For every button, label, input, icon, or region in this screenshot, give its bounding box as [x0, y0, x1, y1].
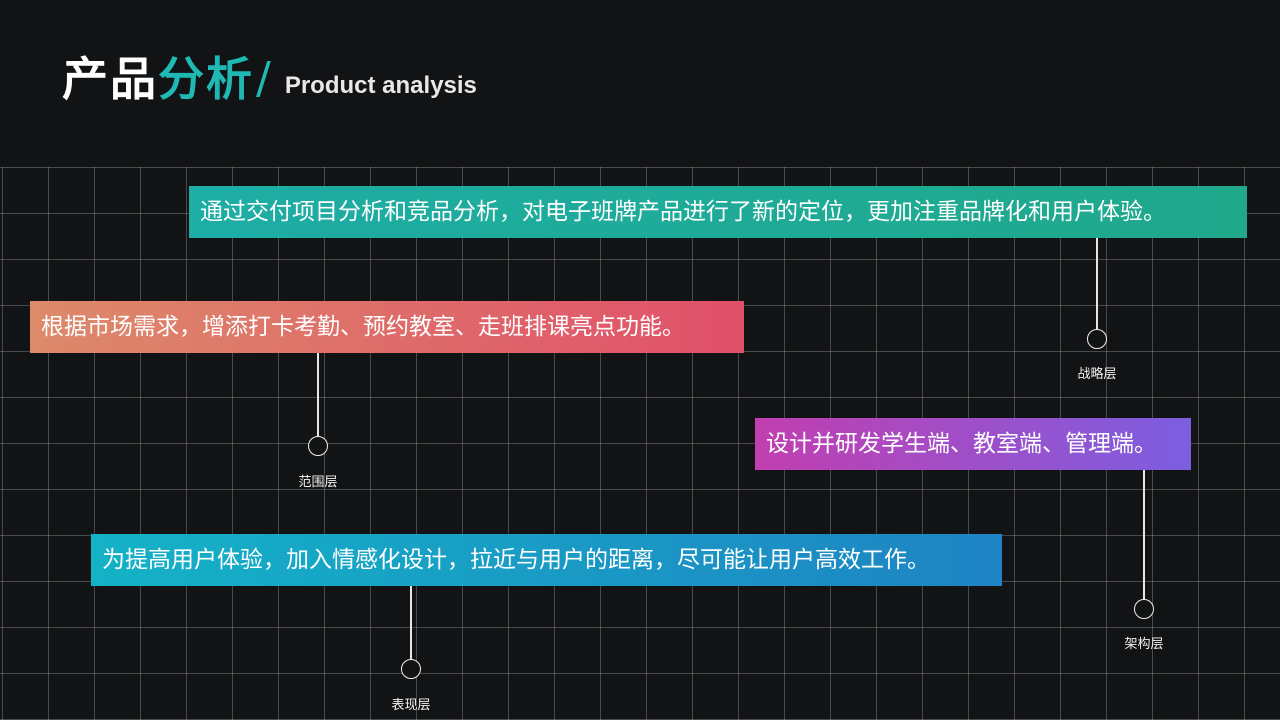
title-slash: /: [256, 53, 271, 104]
surface-layer-box: 为提高用户体验，加入情感化设计，拉近与用户的距离，尽可能让用户高效工作。: [91, 534, 1002, 586]
structure-layer-label: 架构层: [1124, 637, 1164, 652]
scope-connector-line: [317, 353, 319, 436]
structure-layer-box: 设计并研发学生端、教室端、管理端。: [755, 418, 1191, 470]
surface-node-circle: [401, 659, 421, 679]
title-teal: 分析: [158, 52, 254, 106]
strategy-connector-line: [1096, 238, 1098, 329]
structure-connector-line: [1143, 470, 1145, 599]
strategy-layer-box: 通过交付项目分析和竞品分析，对电子班牌产品进行了新的定位，更加注重品牌化和用户体…: [189, 186, 1247, 238]
surface-layer-label: 表现层: [391, 698, 431, 713]
strategy-layer-label: 战略层: [1077, 367, 1117, 382]
scope-layer-box: 根据市场需求，增添打卡考勤、预约教室、走班排课亮点功能。: [30, 301, 744, 353]
page-title: 产品 分析 / Product analysis: [62, 50, 477, 108]
surface-connector-line: [410, 586, 412, 659]
scope-layer-label: 范围层: [298, 475, 338, 490]
structure-node-circle: [1134, 599, 1154, 619]
title-white: 产品: [62, 52, 158, 106]
scope-node-circle: [308, 436, 328, 456]
strategy-node-circle: [1087, 329, 1107, 349]
title-subtitle: Product analysis: [284, 72, 477, 99]
